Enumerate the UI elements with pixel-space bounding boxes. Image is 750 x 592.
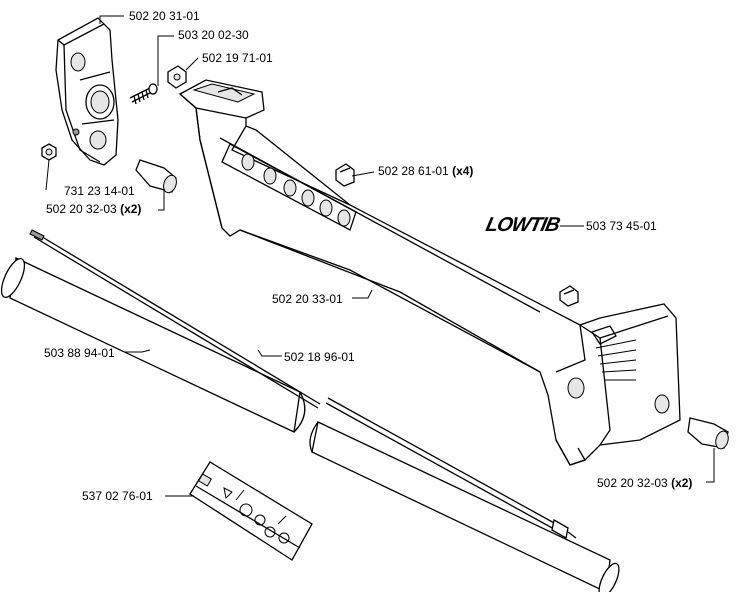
part-label-502-20-32-03-upper: 502 20 32-03 (x2) [46,202,141,216]
clip-part [559,285,579,307]
upper-bracket-part [55,17,119,166]
part-label-502-20-31-01: 502 20 31-01 [129,9,200,23]
upper-end-cap-part [135,159,177,194]
part-label-503-88-94-01: 503 88 94-01 [44,346,115,360]
shaft-part [29,229,577,540]
part-number: 502 20 31-01 [129,9,200,23]
part-quantity: (x4) [452,164,474,178]
square-nut-part [167,65,187,89]
lower-end-cap-part [687,417,729,450]
part-number: 731 23 14-01 [64,184,135,198]
part-label-537-02-76-01: 537 02 76-01 [82,489,153,503]
part-quantity: (x2) [671,476,693,490]
part-label-502-28-61-01: 502 28 61-01 (x4) [378,164,473,178]
part-label-503-73-45-01: 503 73 45-01 [586,219,657,233]
part-number: 503 20 02-30 [178,28,249,42]
part-number: 502 20 32-03 [597,476,668,490]
clip-part [335,163,355,187]
part-number: 503 73 45-01 [586,219,657,233]
part-number: 502 18 96-01 [284,350,355,364]
frame-holes [241,153,351,227]
part-label-502-18-96-01: 502 18 96-01 [284,350,355,364]
main-frame-part [178,79,681,466]
part-label-502-19-71-01: 502 19 71-01 [202,51,273,65]
nut-part [41,143,57,161]
screw-part [129,83,158,105]
part-label-503-20-02-30: 503 20 02-30 [178,28,249,42]
part-number: 537 02 76-01 [82,489,153,503]
part-number: 502 20 32-03 [46,202,117,216]
part-quantity: (x2) [120,202,142,216]
decal-logo: LOWTIB [483,214,562,236]
part-number: 502 28 61-01 [378,164,449,178]
part-label-502-20-32-03-lower: 502 20 32-03 (x2) [597,476,692,490]
part-number: 503 88 94-01 [44,346,115,360]
part-label-731-23-14-01: 731 23 14-01 [64,184,135,198]
part-number: 502 20 33-01 [272,292,343,306]
leader-lines [45,15,715,497]
part-label-502-20-33-01: 502 20 33-01 [272,292,343,306]
part-number: 502 19 71-01 [202,51,273,65]
tube-part [0,257,620,592]
frame-ribs [595,339,637,381]
safety-decal-part [189,461,313,561]
